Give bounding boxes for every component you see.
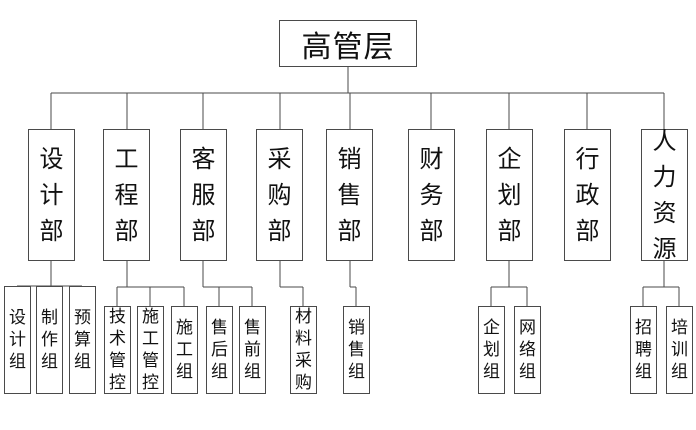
dept-administration: 行 政 部 bbox=[564, 129, 611, 261]
dept-label: 人 力 资 源 bbox=[652, 127, 677, 263]
node-root-label: 高管层 bbox=[301, 29, 395, 65]
team-pre-sales: 售 前 组 bbox=[239, 306, 266, 394]
node-root: 高管层 bbox=[279, 20, 417, 67]
dept-label: 工 程 部 bbox=[114, 145, 139, 245]
team-label: 招 聘 组 bbox=[635, 318, 652, 382]
team-budget: 预 算 组 bbox=[69, 286, 96, 394]
team-production: 制 作 组 bbox=[36, 286, 63, 394]
dept-label: 客 服 部 bbox=[191, 145, 216, 245]
team-label: 施 工 组 bbox=[176, 318, 193, 382]
dept-purchasing: 采 购 部 bbox=[256, 129, 303, 261]
team-network: 网 络 组 bbox=[514, 306, 541, 394]
team-label: 培 训 组 bbox=[671, 318, 688, 382]
team-label: 售 前 组 bbox=[244, 318, 261, 382]
dept-label: 设 计 部 bbox=[39, 145, 64, 245]
team-construction-control: 施 工 管 控 bbox=[137, 306, 164, 394]
team-sales: 销 售 组 bbox=[343, 306, 370, 394]
team-label: 售 后 组 bbox=[211, 318, 228, 382]
team-construction: 施 工 组 bbox=[171, 306, 198, 394]
dept-finance: 财 务 部 bbox=[408, 129, 455, 261]
team-recruitment: 招 聘 组 bbox=[630, 306, 657, 394]
team-design: 设 计 组 bbox=[4, 286, 31, 394]
team-label: 材 料 采 购 bbox=[295, 307, 312, 393]
team-label: 制 作 组 bbox=[41, 308, 58, 372]
team-training: 培 训 组 bbox=[666, 306, 693, 394]
dept-customer-service: 客 服 部 bbox=[180, 129, 227, 261]
team-label: 设 计 组 bbox=[9, 308, 26, 372]
dept-planning: 企 划 部 bbox=[486, 129, 533, 261]
team-label: 网 络 组 bbox=[519, 318, 536, 382]
dept-label: 采 购 部 bbox=[267, 145, 292, 245]
dept-sales: 销 售 部 bbox=[326, 129, 373, 261]
team-material-purchasing: 材 料 采 购 bbox=[290, 306, 317, 394]
team-after-sales: 售 后 组 bbox=[206, 306, 233, 394]
team-label: 企 划 组 bbox=[483, 318, 500, 382]
team-label: 施 工 管 控 bbox=[142, 307, 159, 393]
team-label: 预 算 组 bbox=[74, 308, 91, 372]
team-label: 技 术 管 控 bbox=[109, 307, 126, 393]
dept-label: 企 划 部 bbox=[497, 145, 522, 245]
dept-human-resources: 人 力 资 源 bbox=[641, 127, 688, 263]
team-technical-control: 技 术 管 控 bbox=[104, 306, 131, 394]
team-planning: 企 划 组 bbox=[478, 306, 505, 394]
dept-design: 设 计 部 bbox=[28, 129, 75, 261]
dept-engineering: 工 程 部 bbox=[103, 129, 150, 261]
dept-label: 财 务 部 bbox=[419, 145, 444, 245]
team-label: 销 售 组 bbox=[348, 318, 365, 382]
dept-label: 行 政 部 bbox=[575, 145, 600, 245]
dept-label: 销 售 部 bbox=[337, 145, 362, 245]
